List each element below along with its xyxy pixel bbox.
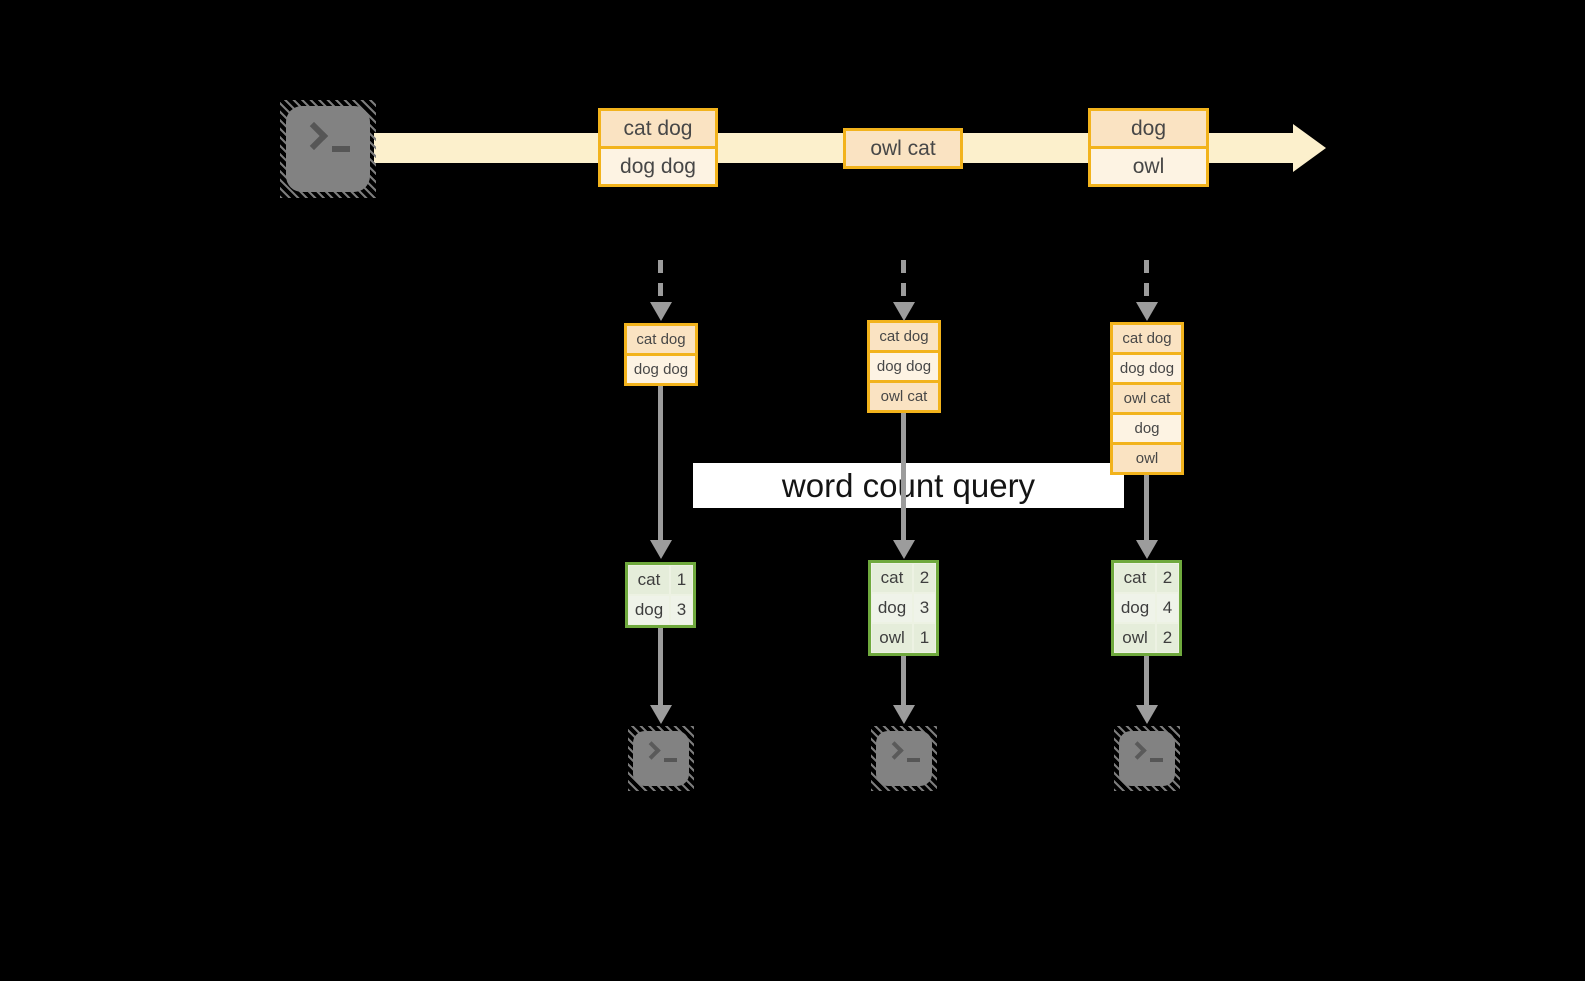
stream-record: dog dog xyxy=(601,149,715,184)
buffer-item: dog dog xyxy=(627,356,695,383)
count-value: 2 xyxy=(1157,624,1178,652)
count-value: 2 xyxy=(1157,564,1178,592)
buffer-item: owl cat xyxy=(870,383,938,410)
count-word: dog xyxy=(872,594,912,622)
buffer-item: dog dog xyxy=(1113,355,1181,382)
prompt-cursor-icon xyxy=(907,758,920,762)
query-label: word count query xyxy=(781,466,1036,504)
prompt-chevron-icon xyxy=(1128,741,1147,760)
prompt-chevron-icon xyxy=(299,121,329,151)
arrow-head-icon xyxy=(1136,705,1158,724)
buffer-item: dog xyxy=(1113,415,1181,442)
buffer-item: owl cat xyxy=(1113,385,1181,412)
stream-record-batch-1: cat dog dog dog xyxy=(598,108,718,187)
buffer-stack-3: cat dog dog dog owl cat dog owl xyxy=(1110,322,1184,475)
terminal-screen xyxy=(286,106,370,192)
buffer-item: cat dog xyxy=(627,326,695,353)
count-table-2: cat 2 dog 3 owl 1 xyxy=(868,560,939,656)
dashed-arrow-head-icon xyxy=(650,302,672,321)
terminal-screen xyxy=(633,731,689,786)
stream-record: dog xyxy=(1091,111,1206,146)
count-value: 2 xyxy=(914,564,935,592)
buffer-stack-1: cat dog dog dog xyxy=(624,323,698,386)
dashed-arrow-shaft xyxy=(1144,260,1149,302)
arrow-shaft xyxy=(901,413,906,541)
arrow-shaft xyxy=(658,628,663,707)
dashed-arrow-head-icon xyxy=(893,302,915,321)
arrow-head-icon xyxy=(893,540,915,559)
count-word: cat xyxy=(872,564,912,592)
terminal-sink-icon xyxy=(1114,726,1180,791)
arrow-head-icon xyxy=(650,705,672,724)
arrow-head-icon xyxy=(650,540,672,559)
stream-record: owl cat xyxy=(846,131,960,166)
arrow-shaft xyxy=(658,386,663,541)
dashed-arrow-head-icon xyxy=(1136,302,1158,321)
count-value: 3 xyxy=(671,596,692,624)
buffer-item: owl xyxy=(1113,445,1181,472)
query-label-box: word count query xyxy=(693,463,1124,508)
buffer-item: dog dog xyxy=(870,353,938,380)
count-word: cat xyxy=(1115,564,1155,592)
stream-record-batch-3: dog owl xyxy=(1088,108,1209,187)
count-value: 1 xyxy=(914,624,935,652)
terminal-sink-icon xyxy=(871,726,937,791)
count-table-1: cat 1 dog 3 xyxy=(625,562,696,628)
count-word: owl xyxy=(1115,624,1155,652)
count-value: 3 xyxy=(914,594,935,622)
count-word: owl xyxy=(872,624,912,652)
prompt-cursor-icon xyxy=(1150,758,1163,762)
count-value: 1 xyxy=(671,566,692,594)
terminal-source-icon xyxy=(280,100,376,198)
arrow-shaft xyxy=(1144,656,1149,707)
stream-record-batch-2: owl cat xyxy=(843,128,963,169)
stream-record: cat dog xyxy=(601,111,715,146)
buffer-item: cat dog xyxy=(1113,325,1181,352)
prompt-chevron-icon xyxy=(642,741,661,760)
stream-arrowhead-icon xyxy=(1293,124,1326,172)
buffer-item: cat dog xyxy=(870,323,938,350)
stream-record: owl xyxy=(1091,149,1206,184)
dashed-arrow-shaft xyxy=(901,260,906,302)
terminal-screen xyxy=(876,731,932,786)
arrow-head-icon xyxy=(1136,540,1158,559)
count-word: cat xyxy=(629,566,669,594)
count-value: 4 xyxy=(1157,594,1178,622)
arrow-shaft xyxy=(1144,475,1149,541)
terminal-sink-icon xyxy=(628,726,694,791)
prompt-cursor-icon xyxy=(664,758,677,762)
arrow-shaft xyxy=(901,656,906,707)
dashed-arrow-shaft xyxy=(658,260,663,302)
count-word: dog xyxy=(629,596,669,624)
prompt-cursor-icon xyxy=(332,146,350,152)
arrow-head-icon xyxy=(893,705,915,724)
count-table-3: cat 2 dog 4 owl 2 xyxy=(1111,560,1182,656)
buffer-stack-2: cat dog dog dog owl cat xyxy=(867,320,941,413)
count-word: dog xyxy=(1115,594,1155,622)
terminal-screen xyxy=(1119,731,1175,786)
prompt-chevron-icon xyxy=(885,741,904,760)
